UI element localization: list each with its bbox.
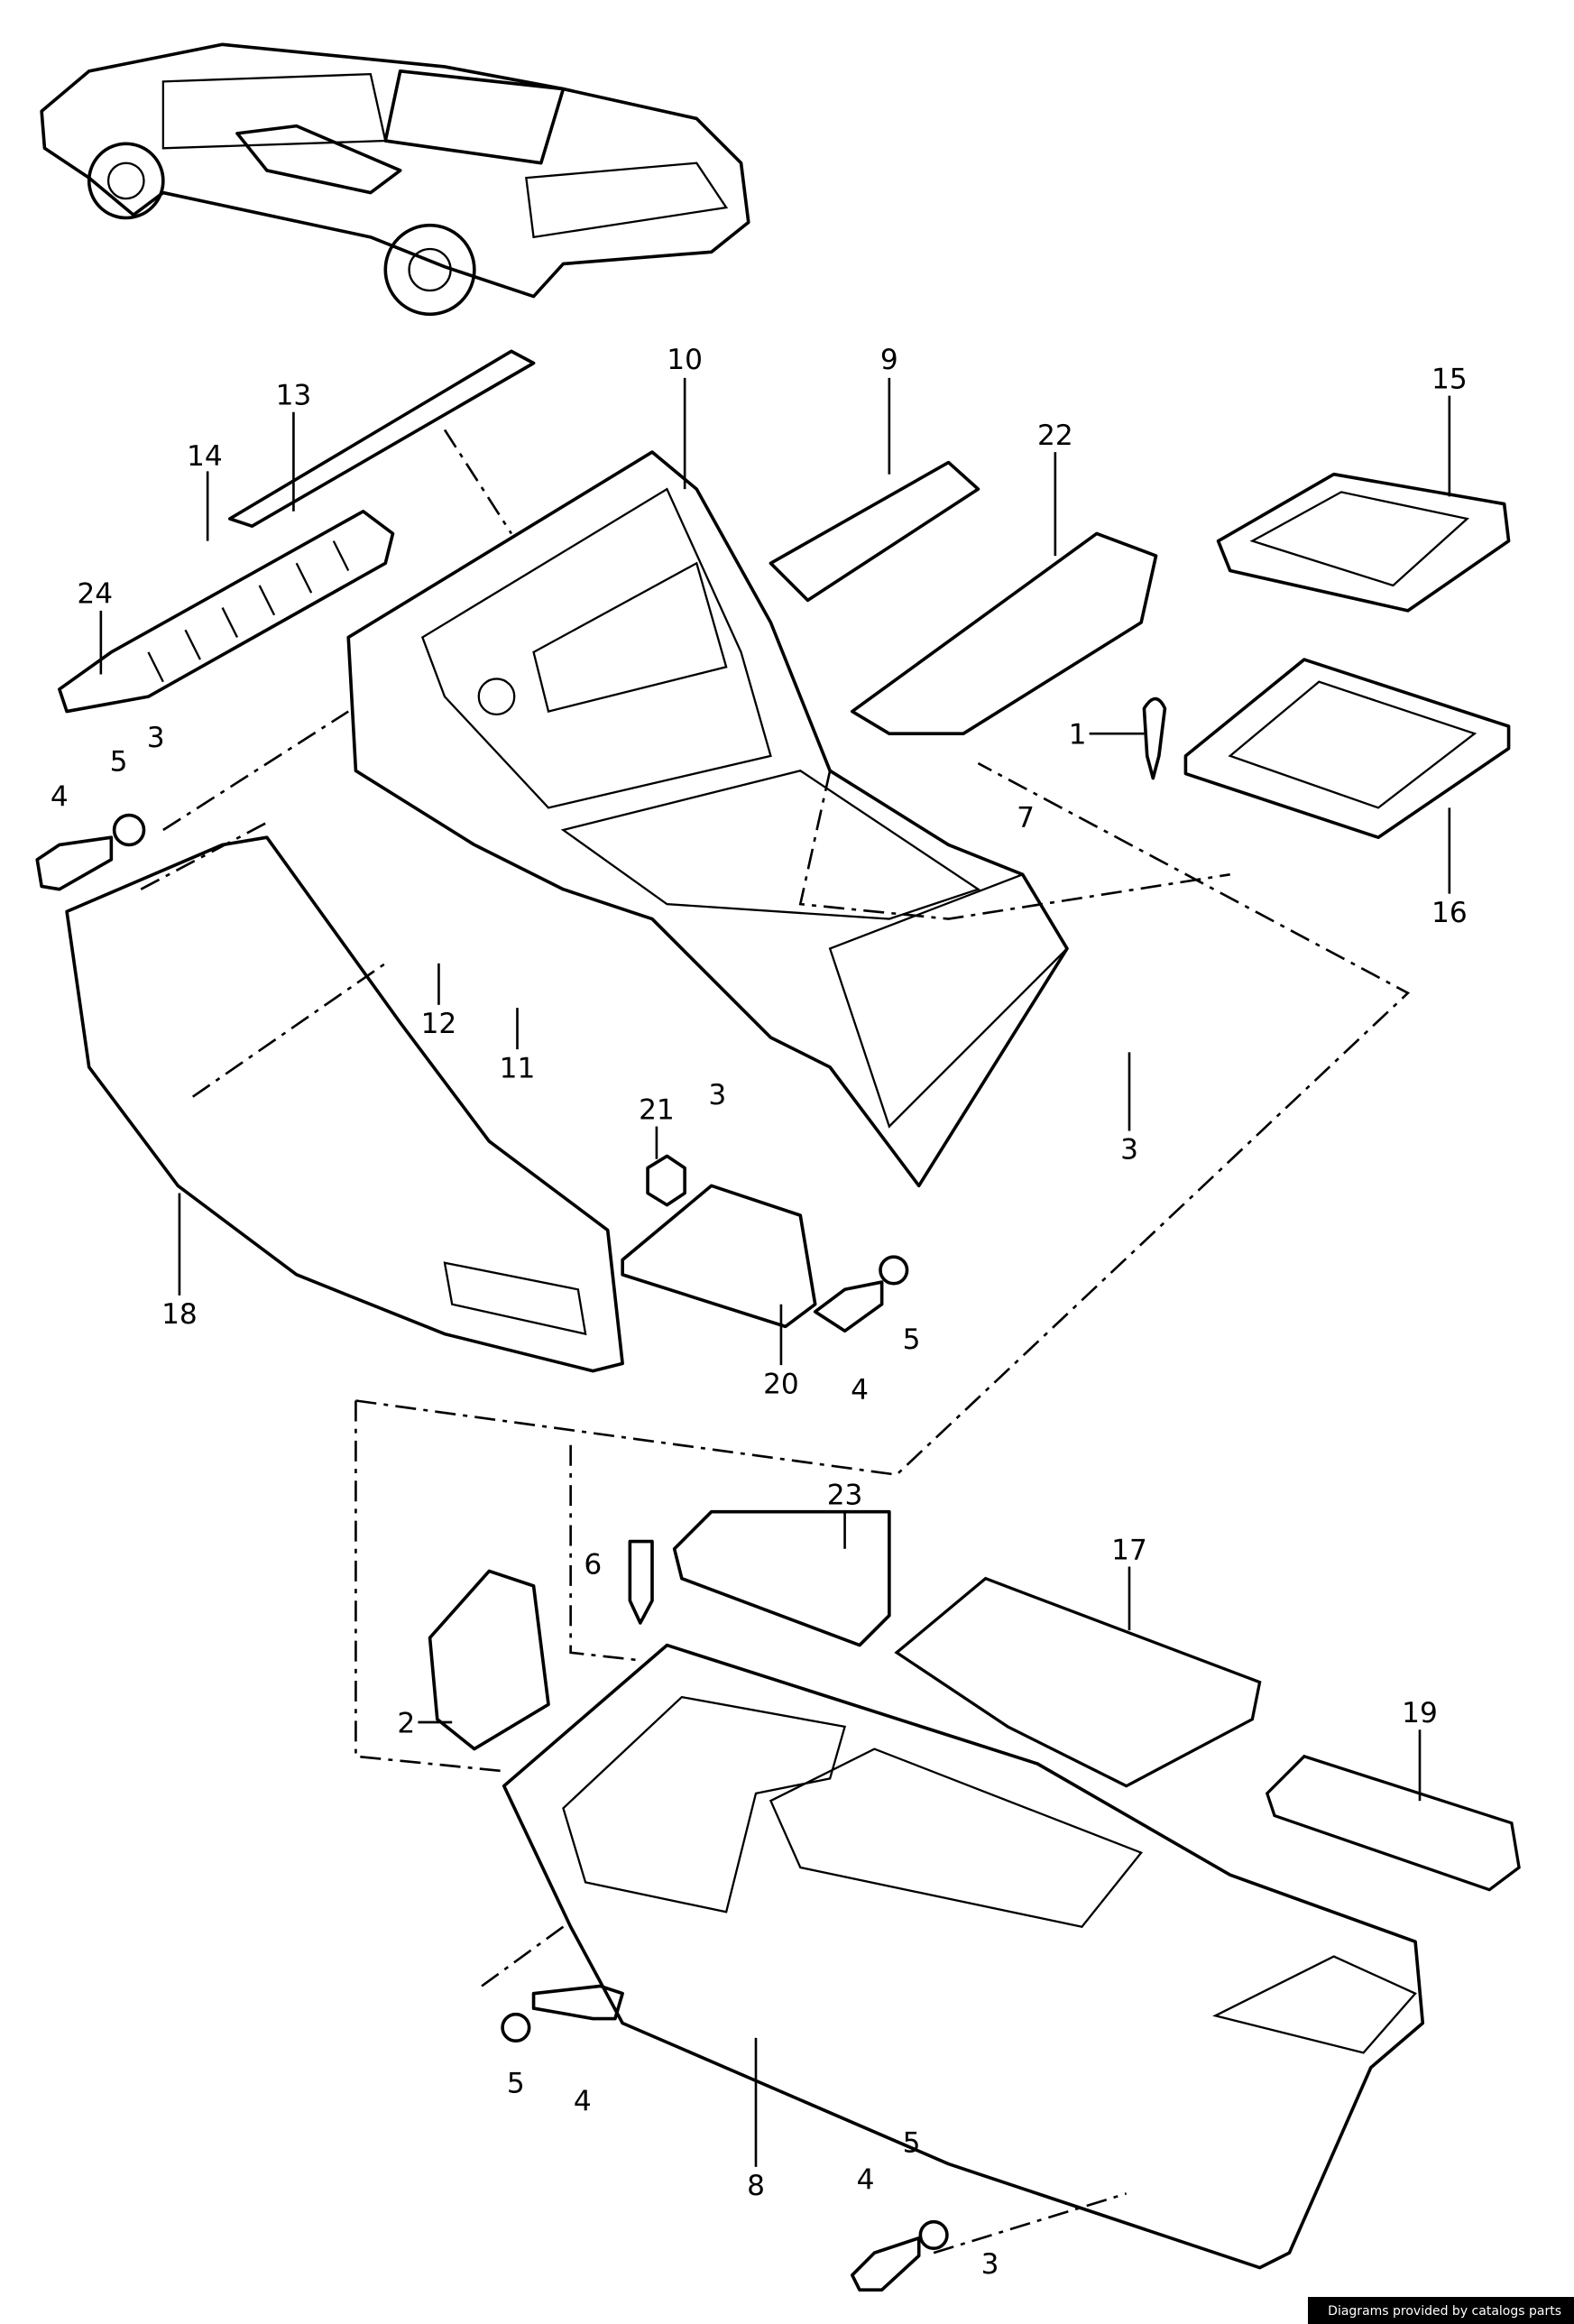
mount-bracket [621,1184,817,1329]
callout-18: 18 [161,1298,198,1331]
callout-10: 10 [667,344,703,376]
nut [646,1154,686,1207]
callout-23: 23 [827,1479,863,1511]
gear-frame [1183,658,1511,840]
callout-4: 4 [574,2085,592,2117]
callout-19: 19 [1402,1697,1438,1729]
callout-2: 2 [397,1707,415,1739]
callout-8: 8 [747,2170,765,2202]
callout-4: 4 [51,781,69,814]
diagram-credit: Diagrams provided by catalogs parts [1308,2297,1574,2324]
callout-21: 21 [639,1093,675,1126]
lid-cover [769,460,980,603]
assembly-lines [140,429,1411,2255]
callout-13: 13 [276,380,312,412]
callout-11: 11 [500,1052,536,1084]
bulb-socket [1142,696,1167,780]
callout-6: 6 [584,1549,602,1582]
lower-console [502,1643,1425,2270]
callout-16: 16 [1431,897,1468,929]
trim-strip [227,349,536,529]
fasteners [35,813,949,2292]
callout-14: 14 [187,440,223,473]
ashtray [850,531,1158,736]
callout-4: 4 [857,2163,875,2196]
callout-12: 12 [421,1008,457,1040]
callout-1: 1 [1069,719,1087,752]
floor-pad [1265,1754,1521,1892]
callout-20: 20 [763,1368,799,1400]
switch-panel [58,509,395,714]
callout-labels: 10 9 22 15 13 14 24 3 5 4 1 7 16 12 11 2… [51,344,1468,2281]
callout-4: 4 [851,1374,869,1406]
callout-3: 3 [981,2248,999,2281]
callout-3: 3 [708,1079,726,1111]
callout-24: 24 [77,578,113,611]
callout-5: 5 [903,2126,921,2159]
storage-mat [894,1576,1262,1788]
callout-17: 17 [1111,1534,1147,1566]
cover-plate [428,1569,550,1751]
callout-5: 5 [903,1323,921,1356]
side-panel-left [65,835,624,1373]
callout-5: 5 [507,2068,525,2100]
callout-3: 3 [147,722,165,754]
leader-lines [99,377,1451,2167]
callout-7: 7 [1017,802,1035,835]
car-illustration [40,42,750,317]
console-frame [346,450,1069,1188]
callout-15: 15 [1431,363,1468,395]
window-switch [672,1509,891,1647]
callout-9: 9 [880,344,898,376]
gear-bezel [1216,472,1511,613]
callout-22: 22 [1037,420,1073,452]
callout-5: 5 [110,745,128,778]
callout-3: 3 [1120,1134,1138,1167]
